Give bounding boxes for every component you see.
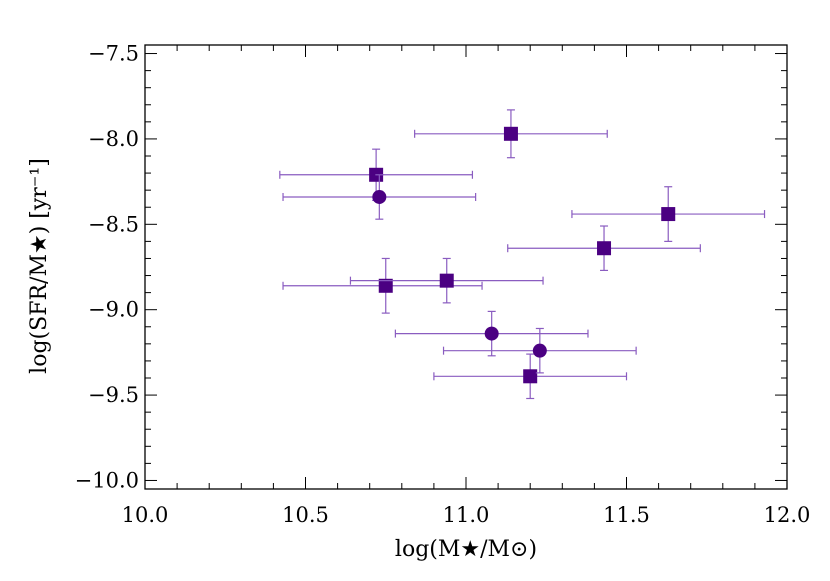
y-axis-label: log(SFR/M★) [yr⁻¹]: [27, 158, 52, 374]
x-axis-label: log(M★/M⊙): [395, 537, 537, 562]
square-marker: [597, 241, 612, 256]
square-marker: [523, 369, 538, 384]
circle-marker: [484, 326, 499, 341]
y-tick-label: −10.0: [75, 468, 139, 492]
y-tick-label: −9.0: [88, 298, 139, 322]
y-tick-label: −9.5: [88, 383, 139, 407]
x-tick-label: 10.5: [282, 503, 329, 527]
plot-area: 10.0 10.5 11.0 11.5 12.0 −7.5 −8.0 −8.5 −9.0 −9.5…: [75, 42, 811, 527]
square-marker: [439, 273, 454, 288]
circle-marker: [532, 343, 547, 358]
circle-marker: [372, 189, 387, 204]
square-marker: [378, 278, 393, 293]
square-marker: [661, 207, 676, 222]
x-tick-label: 10.0: [122, 503, 169, 527]
x-tick-label: 11.0: [443, 503, 490, 527]
plot-frame: [144, 44, 788, 490]
square-marker: [503, 126, 518, 141]
y-tick-label: −8.5: [88, 212, 139, 236]
y-tick-label: −8.0: [88, 127, 139, 151]
x-tick-label: 12.0: [764, 503, 811, 527]
x-tick-label: 11.5: [603, 503, 650, 527]
y-tick-label: −7.5: [88, 42, 139, 66]
